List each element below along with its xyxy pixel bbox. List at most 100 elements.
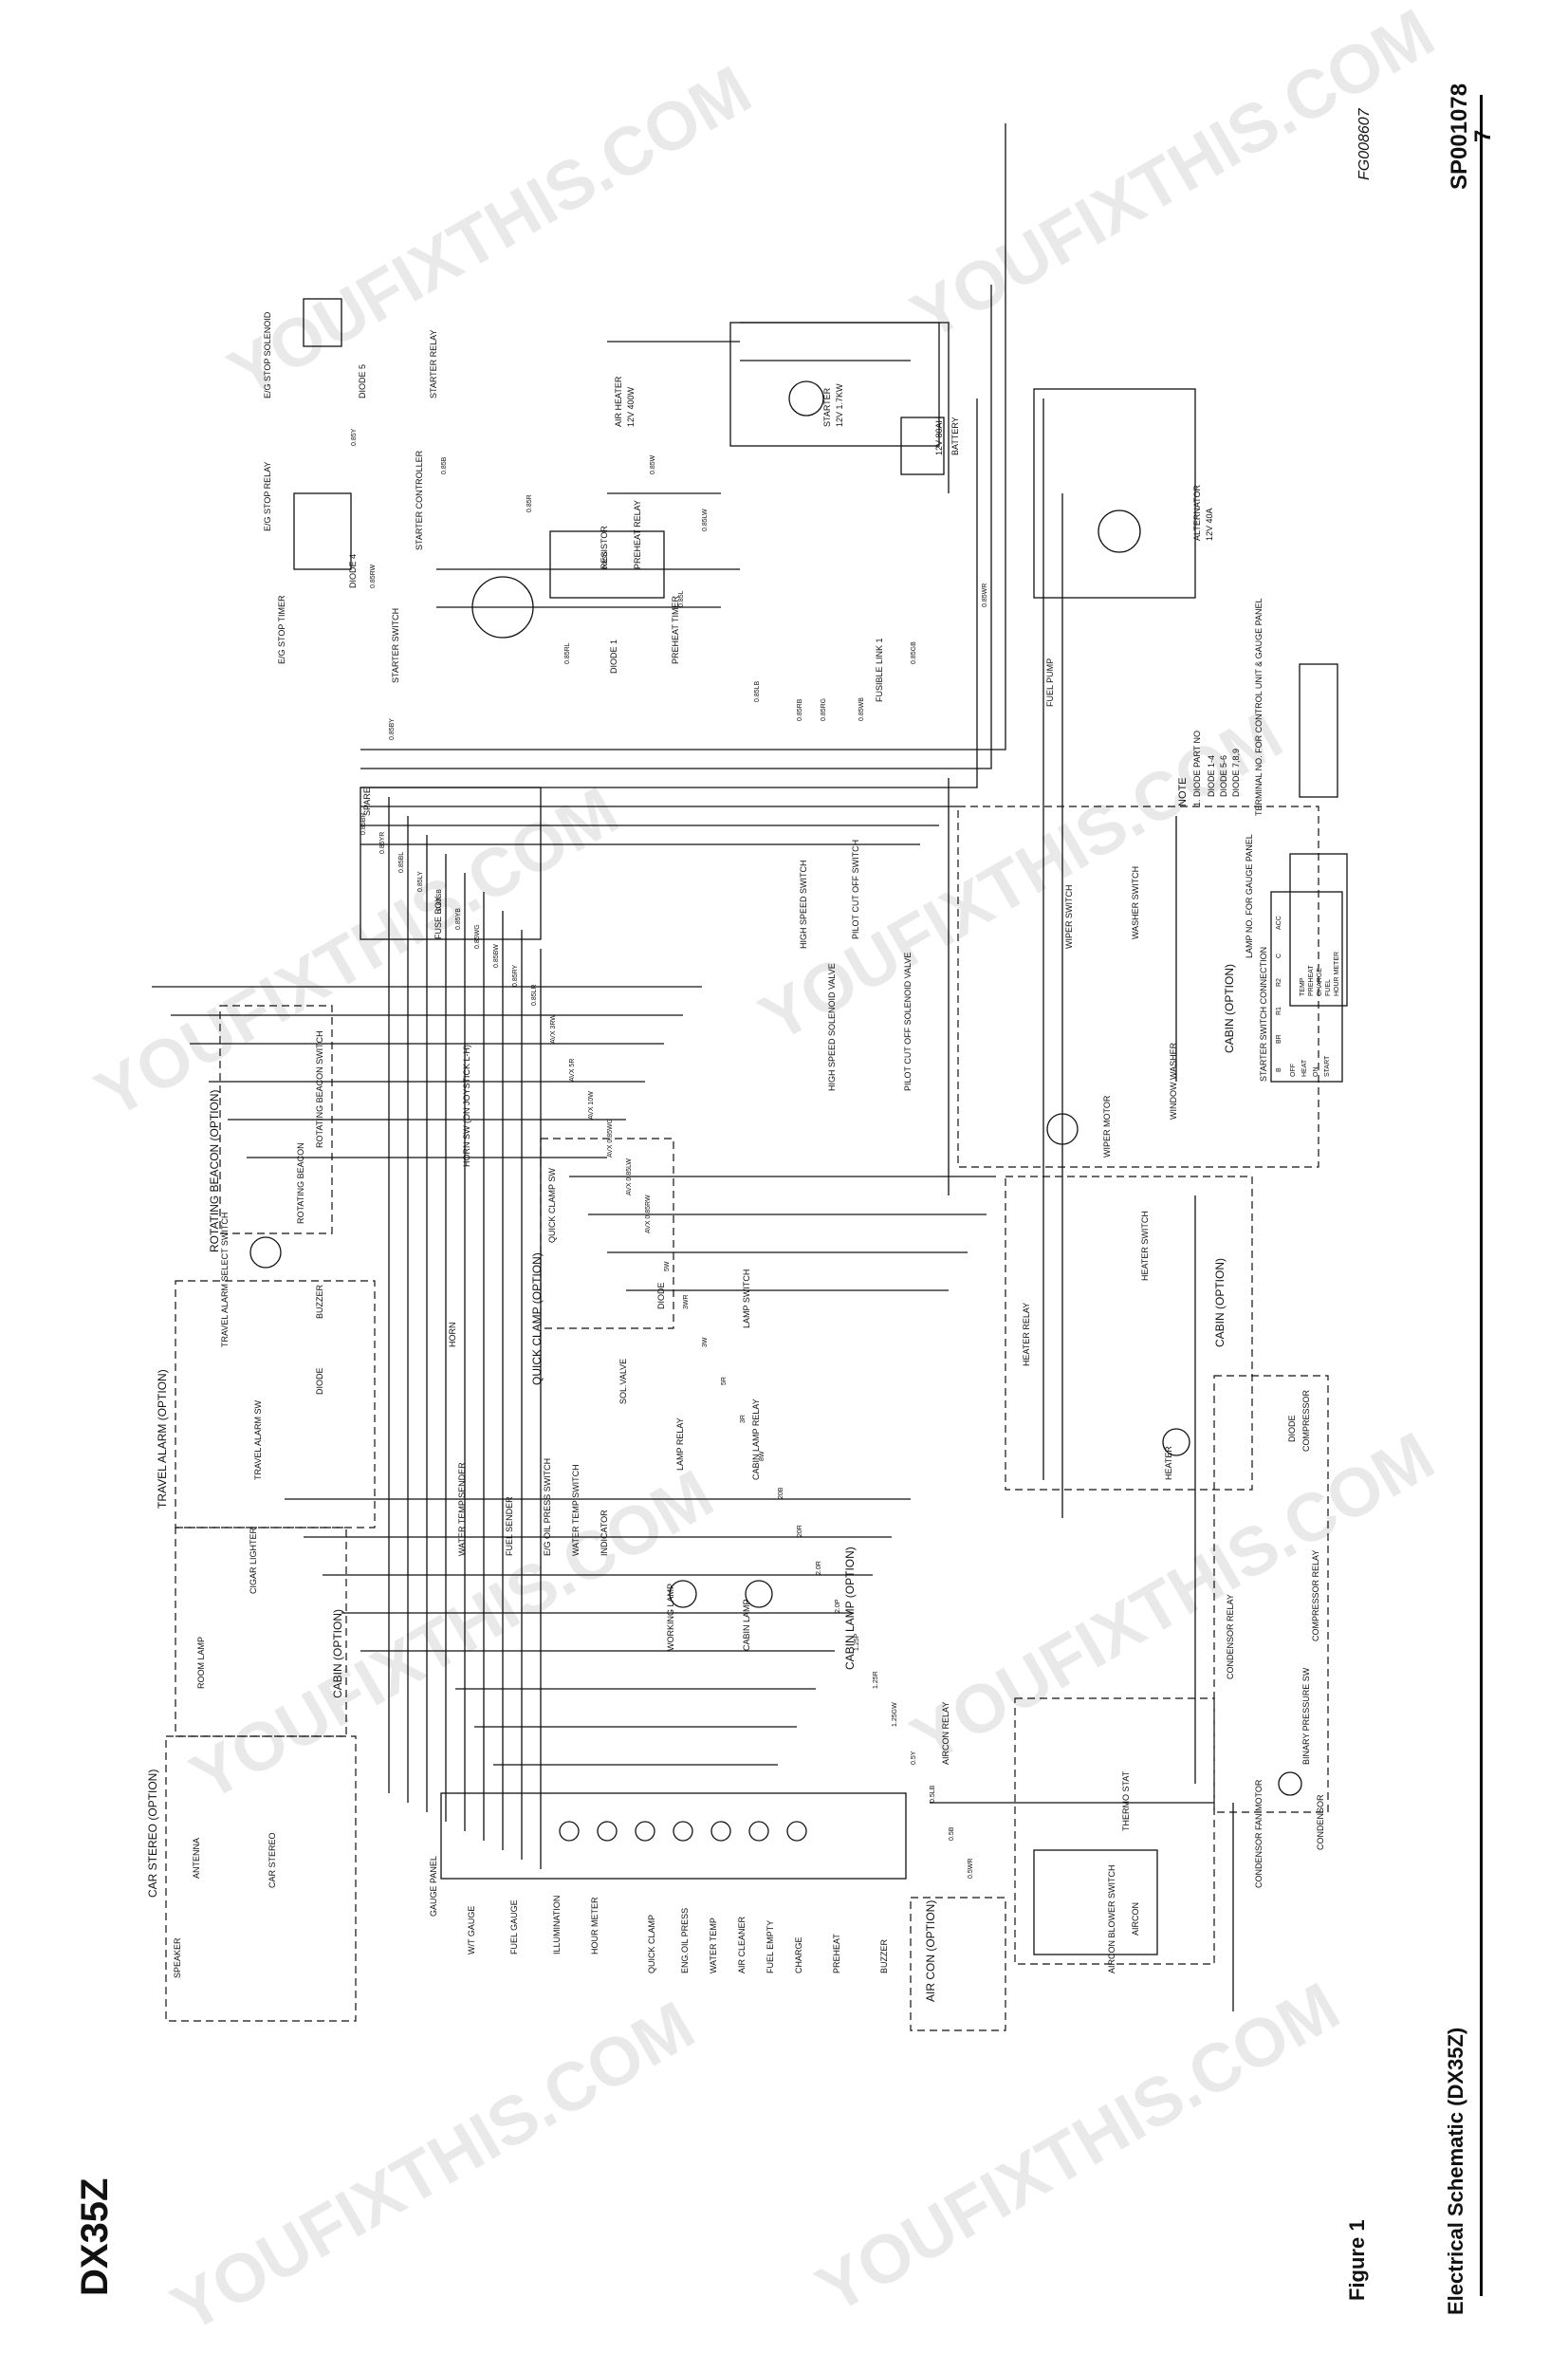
wire-label: 0.85BL: [398, 852, 405, 873]
label-diode-6: DIODE: [1287, 1415, 1297, 1442]
label-resistor: RESISTOR: [600, 526, 609, 569]
label-condensor-relay: CONDENSOR RELAY: [1226, 1594, 1235, 1679]
label-diode-5: DIODE 5: [358, 364, 367, 398]
watermark: YOUFIXTHIS.COM: [83, 773, 631, 1133]
label-diode-1: DIODE 1: [609, 639, 618, 674]
label-condensor: CONDENSOR: [1316, 1794, 1325, 1850]
wire-label: 0.85LW: [702, 509, 709, 531]
label-starter-spec: 12V 1.7KW: [835, 383, 844, 427]
label-gauge-panel: GAUGE PANEL: [429, 1856, 438, 1917]
label-pilot-cut-off-switch: PILOT CUT OFF SWITCH: [851, 840, 860, 939]
label-hour-meter: HOUR METER: [590, 1897, 600, 1955]
wire-label: 0.85BY: [389, 718, 396, 740]
wire-label: 0.85YR: [379, 832, 386, 854]
gauge-panel-body: [440, 1792, 907, 1880]
aircon-box: [1014, 1697, 1215, 1965]
connection-table-header: ACC: [1276, 916, 1282, 930]
label-starter-relay: STARTER RELAY: [429, 329, 438, 398]
wire-label: AVX 0.85RW: [645, 1195, 652, 1233]
connection-table-body: [1270, 891, 1343, 1083]
label-wt-temp-sender: WATER TEMP SENDER: [457, 1462, 467, 1556]
label-quick-clamp-sw: QUICK CLAMP SW: [547, 1168, 557, 1243]
option-boxes: [165, 806, 1329, 2031]
label-spare: SPARE: [362, 787, 372, 816]
alternator-symbol: [1098, 510, 1141, 553]
heater-fan-symbol: [1162, 1428, 1190, 1456]
label-heater-switch: HEATER SWITCH: [1140, 1211, 1150, 1281]
watermark: YOUFIXTHIS.COM: [178, 1456, 726, 1816]
watermark: YOUFIXTHIS.COM: [899, 0, 1447, 355]
wire-label: 0.85RG: [821, 698, 827, 721]
wire-label: 0.85LR: [531, 984, 538, 1006]
air-heater-body: [549, 530, 665, 599]
wire-label: 0.85B: [441, 456, 448, 474]
wire-label: 3R: [740, 1415, 747, 1423]
label-battery-spec: 12V 80AH: [934, 417, 944, 455]
gauge-lamp-6: [748, 1821, 769, 1842]
wire-label: 0.85LB: [754, 680, 761, 702]
label-horn: HORN: [448, 1323, 457, 1348]
wire-label: 3W: [702, 1337, 709, 1347]
label-eg-oil-press-switch: E/G OIL PRESS SWITCH: [543, 1458, 552, 1556]
wire-label: 0.5Y: [911, 1751, 917, 1765]
label-sol-valve: SOL.VALVE: [618, 1359, 628, 1404]
label-compressor: COMPRESSOR: [1301, 1389, 1311, 1452]
connection-table-row: OFF: [1290, 1064, 1297, 1077]
label-lamp-switch: LAMP SWITCH: [742, 1269, 751, 1328]
wire-label: AVX 3RW: [550, 1014, 557, 1044]
connector-body: [1299, 663, 1338, 798]
wire-label: 0.85BW: [493, 944, 500, 968]
connection-table-row: ON: [1313, 1067, 1319, 1078]
label-working-lamp: WORKING LAMP: [666, 1584, 675, 1651]
label-cigar-lighter: CIGAR LIGHTER: [249, 1527, 258, 1594]
wire-label: 0.85W: [650, 454, 656, 474]
wire-label: 20R: [797, 1525, 803, 1537]
label-washer-switch: WASHER SWITCH: [1131, 866, 1140, 939]
label-rotating-beacon-group: ROTATING BEACON (OPTION): [208, 1089, 221, 1252]
wire-label: AVX 5R: [569, 1059, 576, 1082]
label-cabin-lamp-relay: CABIN LAMP RELAY: [751, 1399, 761, 1480]
label-note-line-3: DIODE 5-6: [1219, 755, 1228, 797]
label-wiper-switch: WIPER SWITCH: [1064, 885, 1074, 950]
label-diode-7: DIODE: [315, 1367, 324, 1395]
label-cabin-option-2: CABIN (OPTION): [1223, 964, 1236, 1053]
label-cabin-lamp-group: CABIN LAMP (OPTION): [843, 1547, 857, 1670]
wiper-motor-symbol: [1046, 1113, 1079, 1145]
label-buzzer-panel: BUZZER: [879, 1938, 889, 1973]
label-fuel-sender: FUEL SENDER: [505, 1496, 514, 1556]
wire-label: 0.85WR: [982, 584, 988, 607]
wire-label: 20B: [778, 1487, 784, 1499]
starter-motor-symbol: [788, 380, 824, 417]
connection-table-header: B: [1276, 1067, 1282, 1072]
label-room-lamp: ROOM LAMP: [196, 1637, 206, 1689]
label-travel-alarm-select: TRAVEL ALARM SELECT SWITCH: [220, 1213, 230, 1347]
watermarks: YOUFIXTHIS.COM YOUFIXTHIS.COM YOUFIXTHIS…: [83, 0, 1447, 2347]
label-high-speed-switch: HIGH SPEED SWITCH: [799, 860, 808, 949]
label-heater-relay: HEATER RELAY: [1022, 1303, 1031, 1366]
lamp-table-cell: PREHEAT: [1308, 965, 1315, 996]
gauge-lamp-2: [597, 1821, 618, 1842]
label-fuel-pump: FUEL PUMP: [1045, 658, 1055, 707]
starter-switch-body: [471, 576, 534, 639]
label-note-line-1: 1. DIODE PART NO: [1192, 731, 1202, 806]
wire-label: 0.85GB: [911, 641, 917, 664]
wire-label: 0.85RW: [370, 564, 377, 588]
label-wt-gauge: W/T GAUGE: [467, 1906, 476, 1955]
label-fusible-link: FUSIBLE LINK 1: [875, 638, 884, 702]
label-note: NOTE: [1177, 777, 1189, 806]
label-water-temp-switch: WATER TEMP SWITCH: [571, 1464, 581, 1556]
label-pilot-cut-off-sol-valve: PILOT CUT OFF SOLENOID VALVE: [903, 953, 913, 1091]
wire-label: 2.0P: [835, 1599, 841, 1613]
gauge-lamp-7: [786, 1821, 807, 1842]
label-lamp-no-gauge-panel: LAMP NO. FOR GAUGE PANEL: [1245, 834, 1254, 958]
connection-table-header: BR: [1276, 1034, 1282, 1044]
label-aircon: AIRCON: [1131, 1902, 1140, 1936]
wire-label: 8W: [759, 1451, 766, 1461]
label-indicator: INDICATOR: [600, 1510, 609, 1556]
label-eg-stop-solenoid: E/G STOP SOLENOID: [263, 311, 272, 398]
footer-rule: [1480, 95, 1483, 2296]
wire-label: 1.25R: [873, 1671, 879, 1689]
watermark: YOUFIXTHIS.COM: [159, 1988, 707, 2347]
label-quick-clamp-lamp: QUICK CLAMP: [647, 1915, 656, 1973]
